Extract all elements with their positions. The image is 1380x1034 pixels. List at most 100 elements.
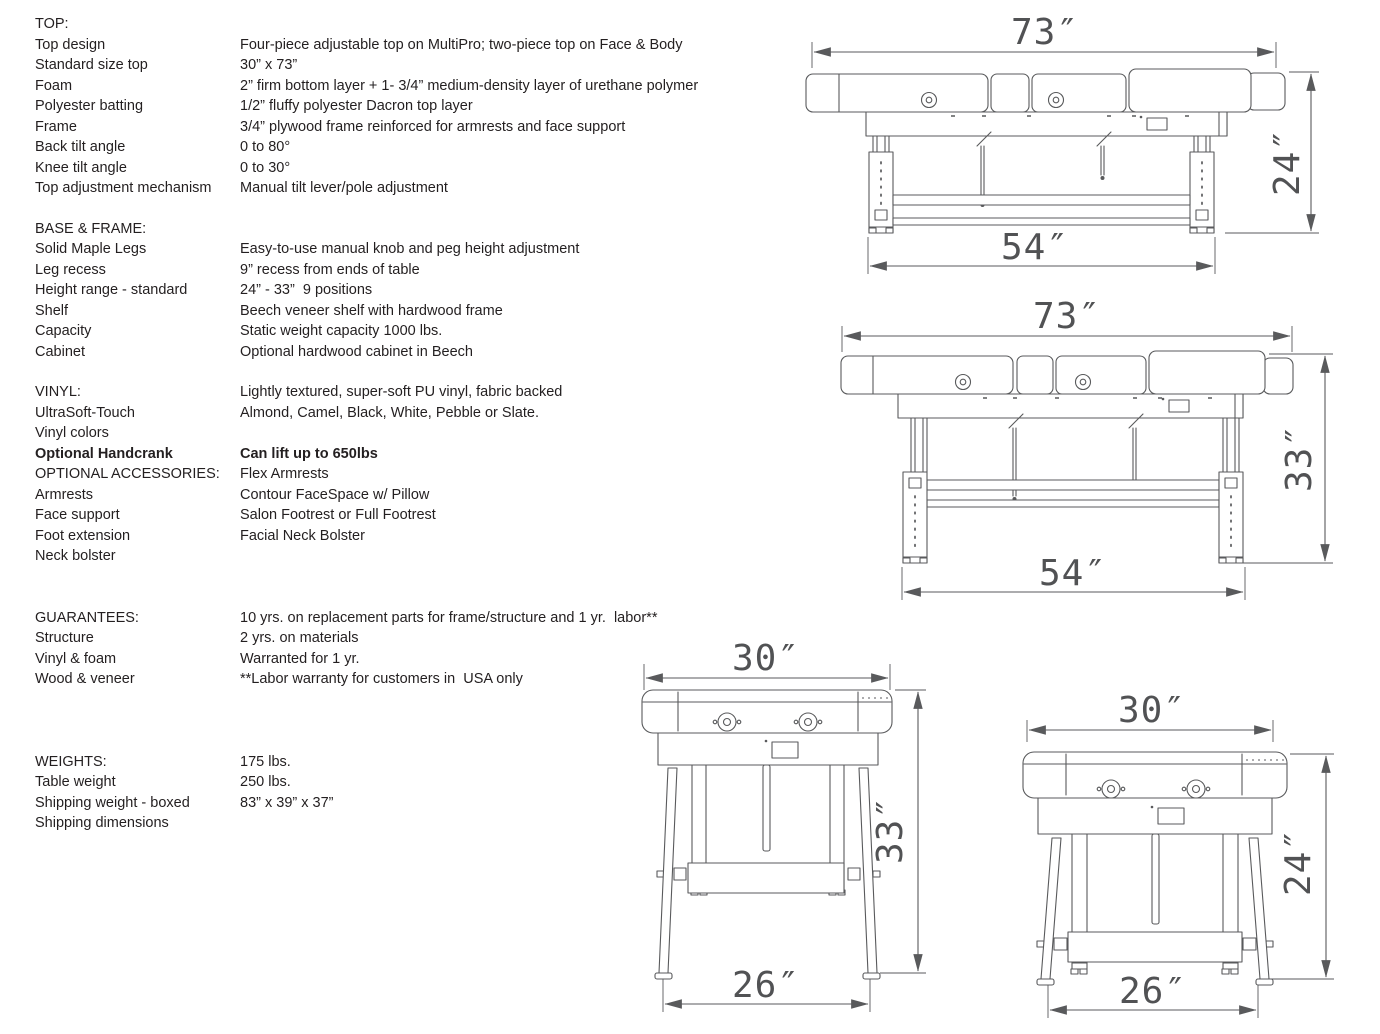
spec-label: Optional Handcrank: [35, 445, 173, 462]
spec-label: Top design: [35, 36, 106, 53]
table-frame: [897, 393, 1244, 419]
spec-value: Beech veneer shelf with hardwood frame: [240, 302, 503, 319]
table-frame: [865, 111, 1228, 137]
spec-label: Leg recess: [35, 261, 106, 278]
spec-value: Lightly textured, super-soft PU vinyl, f…: [240, 384, 563, 400]
stretcher-bars: [926, 479, 1220, 508]
dim-label-height: 24″: [1267, 128, 1308, 196]
dim-height: 33″: [870, 689, 926, 974]
spec-label: Face support: [35, 507, 120, 523]
spec-value: **Labor warranty for customers in USA on…: [240, 671, 523, 687]
spec-value: Salon Footrest or Full Footrest: [240, 507, 436, 523]
dim-label-width-base: 26″: [732, 965, 800, 1006]
spec-label: Shipping dimensions: [35, 815, 169, 831]
spec-row: Solid Maple Legs Easy-to-use manual knob…: [35, 239, 700, 260]
spec-section-vinyl: VINYL: Lightly textured, super-soft PU v…: [35, 382, 700, 567]
dim-width-base: 26″: [1047, 971, 1259, 1018]
spec-label: Vinyl colors: [35, 425, 109, 441]
spec-label: Solid Maple Legs: [35, 241, 147, 257]
table-legs: [902, 417, 1244, 564]
drawing-end-view-low: 30″ 24″ 26″: [1022, 690, 1334, 1018]
table-legs: [868, 135, 1215, 234]
dim-label-width-base: 26″: [1119, 971, 1187, 1012]
spec-row: Vinyl & foam Warranted for 1 yr.: [35, 649, 700, 670]
spec-value: 2 yrs. on materials: [240, 630, 359, 646]
spec-value: 1/2” fluffy polyester Dacron top layer: [240, 98, 473, 114]
table-frame: [1037, 797, 1273, 835]
spec-row: Height range - standard 24” - 33” 9 posi…: [35, 280, 700, 301]
spec-row: Optional Handcrank Can lift up to 650lbs: [35, 444, 700, 465]
outer-legs: [654, 767, 881, 980]
drawing-side-view-low: 73″ 24″ 54″: [805, 12, 1319, 274]
spec-label: Back tilt angle: [35, 139, 126, 155]
spec-row: Top design Four-piece adjustable top on …: [35, 35, 700, 56]
spec-label: Knee tilt angle: [35, 159, 127, 176]
dim-label-width-base: 54″: [1039, 553, 1107, 594]
dim-height: 24″: [1262, 753, 1334, 980]
shelf: [1036, 931, 1274, 963]
spec-row: Wood & veneer **Labor warranty for custo…: [35, 669, 700, 690]
spec-label: Shipping weight - boxed: [35, 794, 190, 811]
adjuster-knob: [1096, 779, 1211, 799]
spec-label: BASE & FRAME:: [35, 220, 147, 237]
spec-value: 175 lbs.: [240, 753, 291, 770]
spec-row: Shelf Beech veneer shelf with hardwood f…: [35, 301, 700, 322]
spec-row: Knee tilt angle 0 to 30°: [35, 158, 700, 179]
spec-row: Polyester batting 1/2” fluffy polyester …: [35, 96, 700, 117]
dim-height: 33″: [1237, 353, 1333, 564]
dim-label-width-base: 54″: [1001, 227, 1069, 268]
spec-row: Top adjustment mechanism Manual tilt lev…: [35, 178, 700, 199]
spec-value: Flex Armrests: [240, 466, 329, 482]
dim-label-height: 24″: [1278, 828, 1319, 896]
spec-value: 250 lbs.: [240, 774, 291, 790]
spec-label: VINYL:: [35, 384, 81, 400]
spec-row: Shipping weight - boxed 83” x 39” x 37”: [35, 793, 700, 814]
stretcher-bars: [892, 194, 1191, 226]
spec-value: 0 to 80°: [240, 139, 291, 155]
spec-value: 3/4” plywood frame reinforced for armres…: [240, 118, 626, 135]
spec-label: Height range - standard: [35, 282, 188, 298]
dim-label-width-top: 30″: [732, 638, 800, 679]
spec-label: TOP:: [35, 16, 69, 32]
spec-row: Armrests Contour FaceSpace w/ Pillow: [35, 485, 700, 506]
spec-value: 2” firm bottom layer + 1- 3/4” medium-de…: [240, 77, 699, 94]
spec-label: Table weight: [35, 774, 116, 790]
spec-label: WEIGHTS:: [35, 753, 107, 770]
spec-section-weights: WEIGHTS: 175 lbs. Table weight 250 lbs. …: [35, 752, 700, 834]
table-top: [641, 689, 893, 734]
dim-height: 24″: [1225, 71, 1319, 234]
spec-row: Frame 3/4” plywood frame reinforced for …: [35, 117, 700, 138]
center-pole: [1151, 833, 1160, 925]
spec-row: Face support Salon Footrest or Full Foot…: [35, 505, 700, 526]
spec-row: Capacity Static weight capacity 1000 lbs…: [35, 321, 700, 342]
spec-row: Standard size top 30” x 73”: [35, 55, 700, 76]
spec-row: GUARANTEES: 10 yrs. on replacement parts…: [35, 608, 700, 629]
spec-label: Wood & veneer: [35, 671, 135, 687]
spec-label: Neck bolster: [35, 548, 116, 564]
spec-row: OPTIONAL ACCESSORIES: Flex Armrests: [35, 464, 700, 485]
dim-label-width-top: 30″: [1118, 690, 1186, 731]
spec-row: VINYL: Lightly textured, super-soft PU v…: [35, 382, 700, 403]
spec-value: 30” x 73”: [240, 57, 298, 73]
spec-row: BASE & FRAME:: [35, 219, 700, 240]
dim-width-base: 54″: [901, 553, 1246, 600]
spec-row: Foot extension Facial Neck Bolster: [35, 526, 700, 547]
spec-value: 10 yrs. on replacement parts for frame/s…: [240, 609, 658, 626]
spec-section-top: TOP: Top design Four-piece adjustable to…: [35, 14, 700, 199]
spec-label: Armrests: [35, 486, 93, 503]
spec-section-base: BASE & FRAME: Solid Maple Legs Easy-to-u…: [35, 219, 700, 363]
spec-value: 83” x 39” x 37”: [240, 794, 334, 811]
table-frame: [657, 732, 879, 766]
dim-label-height: 33″: [870, 796, 911, 864]
spec-row: Foam 2” firm bottom layer + 1- 3/4” medi…: [35, 76, 700, 97]
shelf: [656, 862, 881, 894]
spec-value: 24” - 33” 9 positions: [240, 282, 373, 298]
spec-label: Top adjustment mechanism: [35, 180, 212, 196]
spec-row: Vinyl colors: [35, 423, 700, 444]
table-top: [805, 68, 1286, 113]
spec-row: Structure 2 yrs. on materials: [35, 628, 700, 649]
spec-label: Foam: [35, 77, 73, 94]
dim-width-top: 73″: [811, 12, 1277, 68]
spec-row: Table weight 250 lbs.: [35, 772, 700, 793]
dim-width-top: 30″: [1026, 690, 1274, 742]
